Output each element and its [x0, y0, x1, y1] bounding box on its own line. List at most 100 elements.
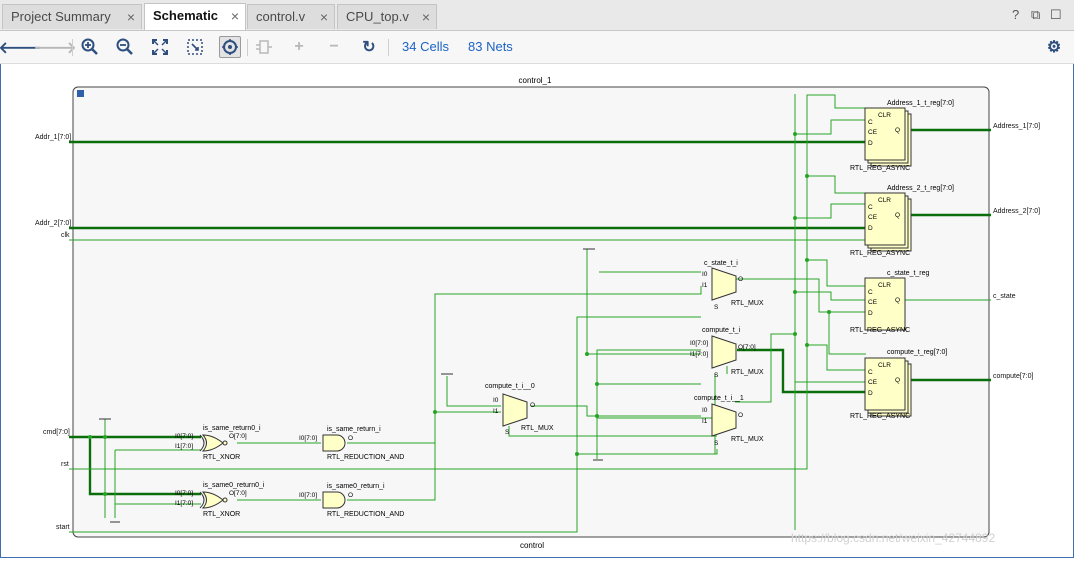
tab-control-v[interactable]: control.v ×: [247, 4, 335, 29]
pin-s: S: [505, 429, 510, 436]
reg-name: Address_2_t_reg[7:0]: [887, 185, 954, 192]
pin-i0: I0: [493, 397, 499, 404]
back-arrow-icon[interactable]: 🡐: [0, 39, 42, 57]
zoom-in-icon[interactable]: [79, 36, 101, 58]
pin-o: O: [348, 492, 353, 499]
pin-i1: I1: [702, 282, 708, 289]
cell-icon[interactable]: [253, 36, 275, 58]
pin-i0: I0[7:0]: [175, 433, 193, 440]
tab-cpu-top-v[interactable]: CPU_top.v ×: [337, 4, 437, 29]
reg-name: Address_1_t_reg[7:0]: [887, 100, 954, 107]
mux-name: compute_t_i: [702, 327, 741, 334]
pin-d: D: [868, 225, 873, 232]
gate-name: is_same0_return0_i: [203, 482, 265, 489]
port-address1[interactable]: Address_1[7:0]: [993, 123, 1040, 130]
mux-compute[interactable]: compute_t_i I0[7:0] I1[7:0] O[7:0] S RTL…: [690, 327, 764, 379]
port-addr1[interactable]: Addr_1[7:0]: [35, 134, 71, 141]
schematic-canvas[interactable]: control_1 control: [1, 64, 1073, 557]
register-compute[interactable]: compute_t_reg[7:0] CLR C CE D Q RTL_REG_…: [850, 349, 947, 420]
pin-ce: CE: [868, 299, 878, 306]
mux-compute-0[interactable]: compute_t_i__0 I0 I1 O S RTL_MUX: [485, 383, 554, 436]
mux-name: compute_t_i__1: [694, 395, 744, 402]
reg-type: RTL_REG_ASYNC: [850, 327, 910, 334]
tab-schematic[interactable]: Schematic ×: [144, 3, 246, 30]
pin-i1: I1[7:0]: [690, 351, 708, 358]
pin-i0: I0[7:0]: [299, 435, 317, 442]
zoom-out-icon[interactable]: [114, 36, 136, 58]
toolbar-divider: [388, 39, 389, 56]
fit-view-icon[interactable]: [149, 36, 171, 58]
tab-label: Schematic: [153, 8, 219, 23]
expand-plus-icon[interactable]: +: [294, 38, 304, 55]
mux-type: RTL_MUX: [731, 369, 764, 376]
pin-i0: I0[7:0]: [299, 492, 317, 499]
tab-project-summary[interactable]: Project Summary ×: [2, 4, 142, 29]
reg-type: RTL_REG_ASYNC: [850, 413, 910, 420]
pin-clr: CLR: [878, 282, 891, 289]
close-icon[interactable]: ×: [126, 9, 135, 25]
module-label: control: [520, 541, 544, 550]
pin-clr: CLR: [878, 112, 891, 119]
pin-s: S: [714, 304, 719, 311]
port-address2[interactable]: Address_2[7:0]: [993, 208, 1040, 215]
reg-type: RTL_REG_ASYNC: [850, 250, 910, 257]
and-is-same0-return[interactable]: is_same0_return_i I0[7:0] O RTL_REDUCTIO…: [299, 483, 404, 518]
pin-c: C: [868, 119, 873, 126]
pin-s: S: [714, 440, 719, 447]
xnor-is-same0-return0[interactable]: is_same0_return0_i I0[7:0] I1[7:0] O[7:0…: [175, 482, 265, 518]
pin-c: C: [868, 204, 873, 211]
refresh-icon[interactable]: ↻: [362, 39, 376, 56]
wire-cmd-bus-b: [88, 437, 201, 496]
close-icon[interactable]: ×: [230, 8, 239, 24]
input-ports: Addr_1[7:0] Addr_2[7:0] clk cmd[7:0] rst…: [35, 134, 71, 531]
port-cmd[interactable]: cmd[7:0]: [43, 429, 70, 436]
mux-c-state[interactable]: c_state_t_i I0 I1 O S RTL_MUX: [702, 260, 764, 311]
port-clk[interactable]: clk: [61, 232, 70, 239]
port-rst[interactable]: rst: [61, 461, 69, 468]
port-compute[interactable]: compute[7:0]: [993, 373, 1034, 380]
reg-name: compute_t_reg[7:0]: [887, 349, 947, 356]
register-address-2[interactable]: Address_2_t_reg[7:0] CLR C CE D Q RTL_RE…: [850, 185, 954, 257]
maximize-icon[interactable]: ☐: [1050, 7, 1062, 22]
pin-ce: CE: [868, 379, 878, 386]
pin-q: Q: [895, 212, 900, 219]
register-c-state[interactable]: c_state_t_reg CLR C CE D Q RTL_REG_ASYNC: [850, 270, 930, 334]
gate-type: RTL_XNOR: [203, 511, 240, 518]
pin-q: Q: [895, 127, 900, 134]
pin-o: O: [738, 276, 743, 283]
reg-type: RTL_REG_ASYNC: [850, 165, 910, 172]
pin-q: Q: [895, 377, 900, 384]
fit-selection-icon[interactable]: [184, 36, 206, 58]
restore-icon[interactable]: ⧉: [1031, 7, 1041, 22]
pin-i0: I0: [702, 407, 708, 414]
gate-type: RTL_REDUCTION_AND: [327, 454, 404, 461]
mux-name: c_state_t_i: [704, 260, 738, 267]
pin-i1: I1[7:0]: [175, 500, 193, 507]
watermark: https://blog.csdn.net/weixin_42744892: [791, 531, 995, 545]
cells-count-link[interactable]: 34 Cells: [402, 39, 449, 54]
toolbar-divider: [247, 39, 248, 56]
xnor-is-same-return0[interactable]: is_same_return0_i I0[7:0] I1[7:0] O[7:0]…: [175, 425, 261, 461]
and-is-same-return[interactable]: is_same_return_i I0[7:0] O RTL_REDUCTION…: [299, 426, 404, 461]
close-icon[interactable]: ×: [421, 9, 430, 25]
collapse-module-icon[interactable]: [77, 90, 84, 97]
pin-d: D: [868, 390, 873, 397]
help-icon[interactable]: ?: [1012, 7, 1020, 22]
pin-o: O[7:0]: [738, 344, 756, 351]
settings-gear-icon[interactable]: ⚙: [1046, 39, 1062, 56]
gate-name: is_same_return0_i: [203, 425, 261, 432]
nets-count-link[interactable]: 83 Nets: [468, 39, 513, 54]
register-address-1[interactable]: Address_1_t_reg[7:0] CLR C CE D Q RTL_RE…: [850, 100, 954, 172]
pin-d: D: [868, 140, 873, 147]
collapse-minus-icon[interactable]: −: [329, 38, 339, 55]
port-start[interactable]: start: [56, 524, 70, 531]
close-icon[interactable]: ×: [319, 9, 328, 25]
pin-i0: I0[7:0]: [690, 340, 708, 347]
toolbar-divider: [72, 39, 73, 56]
port-addr2[interactable]: Addr_2[7:0]: [35, 220, 71, 227]
forward-arrow-icon[interactable]: 🡒: [33, 39, 77, 57]
tab-label: Project Summary: [11, 9, 111, 24]
mux-compute-1[interactable]: compute_t_i__1 I0 I1 O S RTL_MUX: [694, 395, 764, 447]
autofit-target-icon[interactable]: [219, 36, 241, 58]
port-c-state[interactable]: c_state: [993, 293, 1016, 300]
